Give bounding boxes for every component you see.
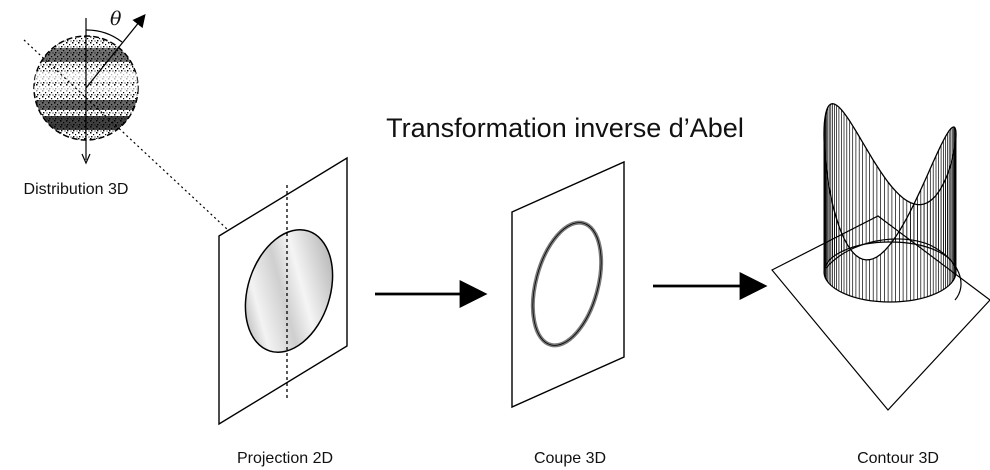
direction-arrow bbox=[85, 13, 146, 89]
projection-ellipse bbox=[244, 229, 334, 353]
surface-base-ellipse bbox=[823, 241, 957, 303]
caption-coupe: Coupe 3D bbox=[534, 450, 606, 467]
coupe-plane bbox=[511, 160, 625, 409]
caption-contour: Contour 3D bbox=[857, 450, 939, 467]
projection-plane bbox=[218, 156, 348, 426]
surface-top-edge bbox=[823, 103, 957, 261]
caption-projection: Projection 2D bbox=[237, 450, 333, 467]
theta-label: θ bbox=[110, 8, 122, 30]
sphere-distribution: θ bbox=[33, 8, 146, 165]
theta-arc bbox=[85, 29, 123, 43]
diagram-title: Transformation inverse d’Abel bbox=[386, 113, 744, 143]
contour-surface bbox=[771, 103, 990, 411]
ruled-surface-lines bbox=[823, 103, 957, 303]
caption-distribution: Distribution 3D bbox=[24, 181, 129, 198]
